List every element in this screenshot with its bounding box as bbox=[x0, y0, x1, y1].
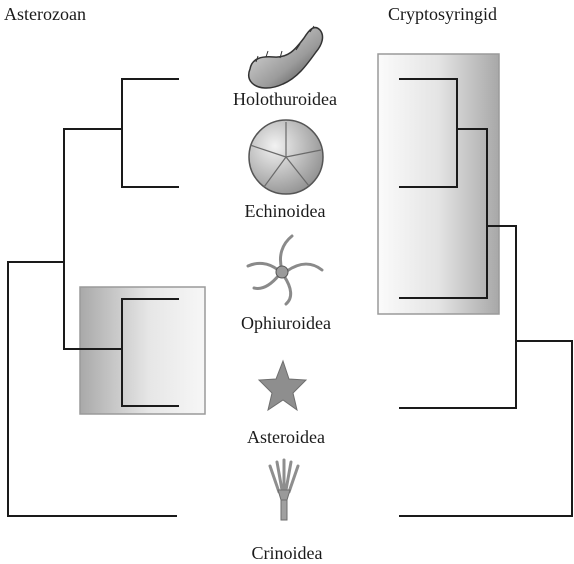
left-hypothesis-title: Asterozoan bbox=[4, 4, 86, 24]
taxon-label-echinoidea: Echinoidea bbox=[245, 201, 326, 221]
left-tree bbox=[7, 78, 179, 517]
sea-cucumber-icon bbox=[247, 25, 324, 89]
right-tree-cryptosyringida bbox=[399, 128, 517, 299]
taxon-label-holothuroidea: Holothuroidea bbox=[233, 89, 337, 109]
right-tree-eleutherozoa bbox=[399, 225, 573, 409]
left-tree-root bbox=[7, 261, 177, 517]
taxon-label-ophiuroidea: Ophiuroidea bbox=[241, 313, 331, 333]
right-highlight-box bbox=[377, 53, 500, 315]
starfish-icon bbox=[257, 359, 308, 412]
brittle-star-icon bbox=[246, 234, 324, 306]
sea-urchin-icon bbox=[248, 119, 324, 195]
left-tree-eleutherozoa bbox=[7, 128, 65, 350]
right-tree-root bbox=[399, 340, 573, 517]
crinoid-icon bbox=[268, 458, 300, 521]
right-tree-echinozoa bbox=[399, 78, 488, 188]
taxon-label-crinoidea: Crinoidea bbox=[252, 543, 323, 563]
right-tree bbox=[399, 78, 573, 517]
right-hypothesis-title: Cryptosyringid bbox=[388, 4, 497, 24]
left-tree-echinozoa bbox=[63, 78, 179, 188]
left-tree-asterozoa bbox=[63, 298, 179, 407]
taxon-label-asteroidea: Asteroidea bbox=[247, 427, 325, 447]
left-highlight-box bbox=[79, 286, 206, 415]
